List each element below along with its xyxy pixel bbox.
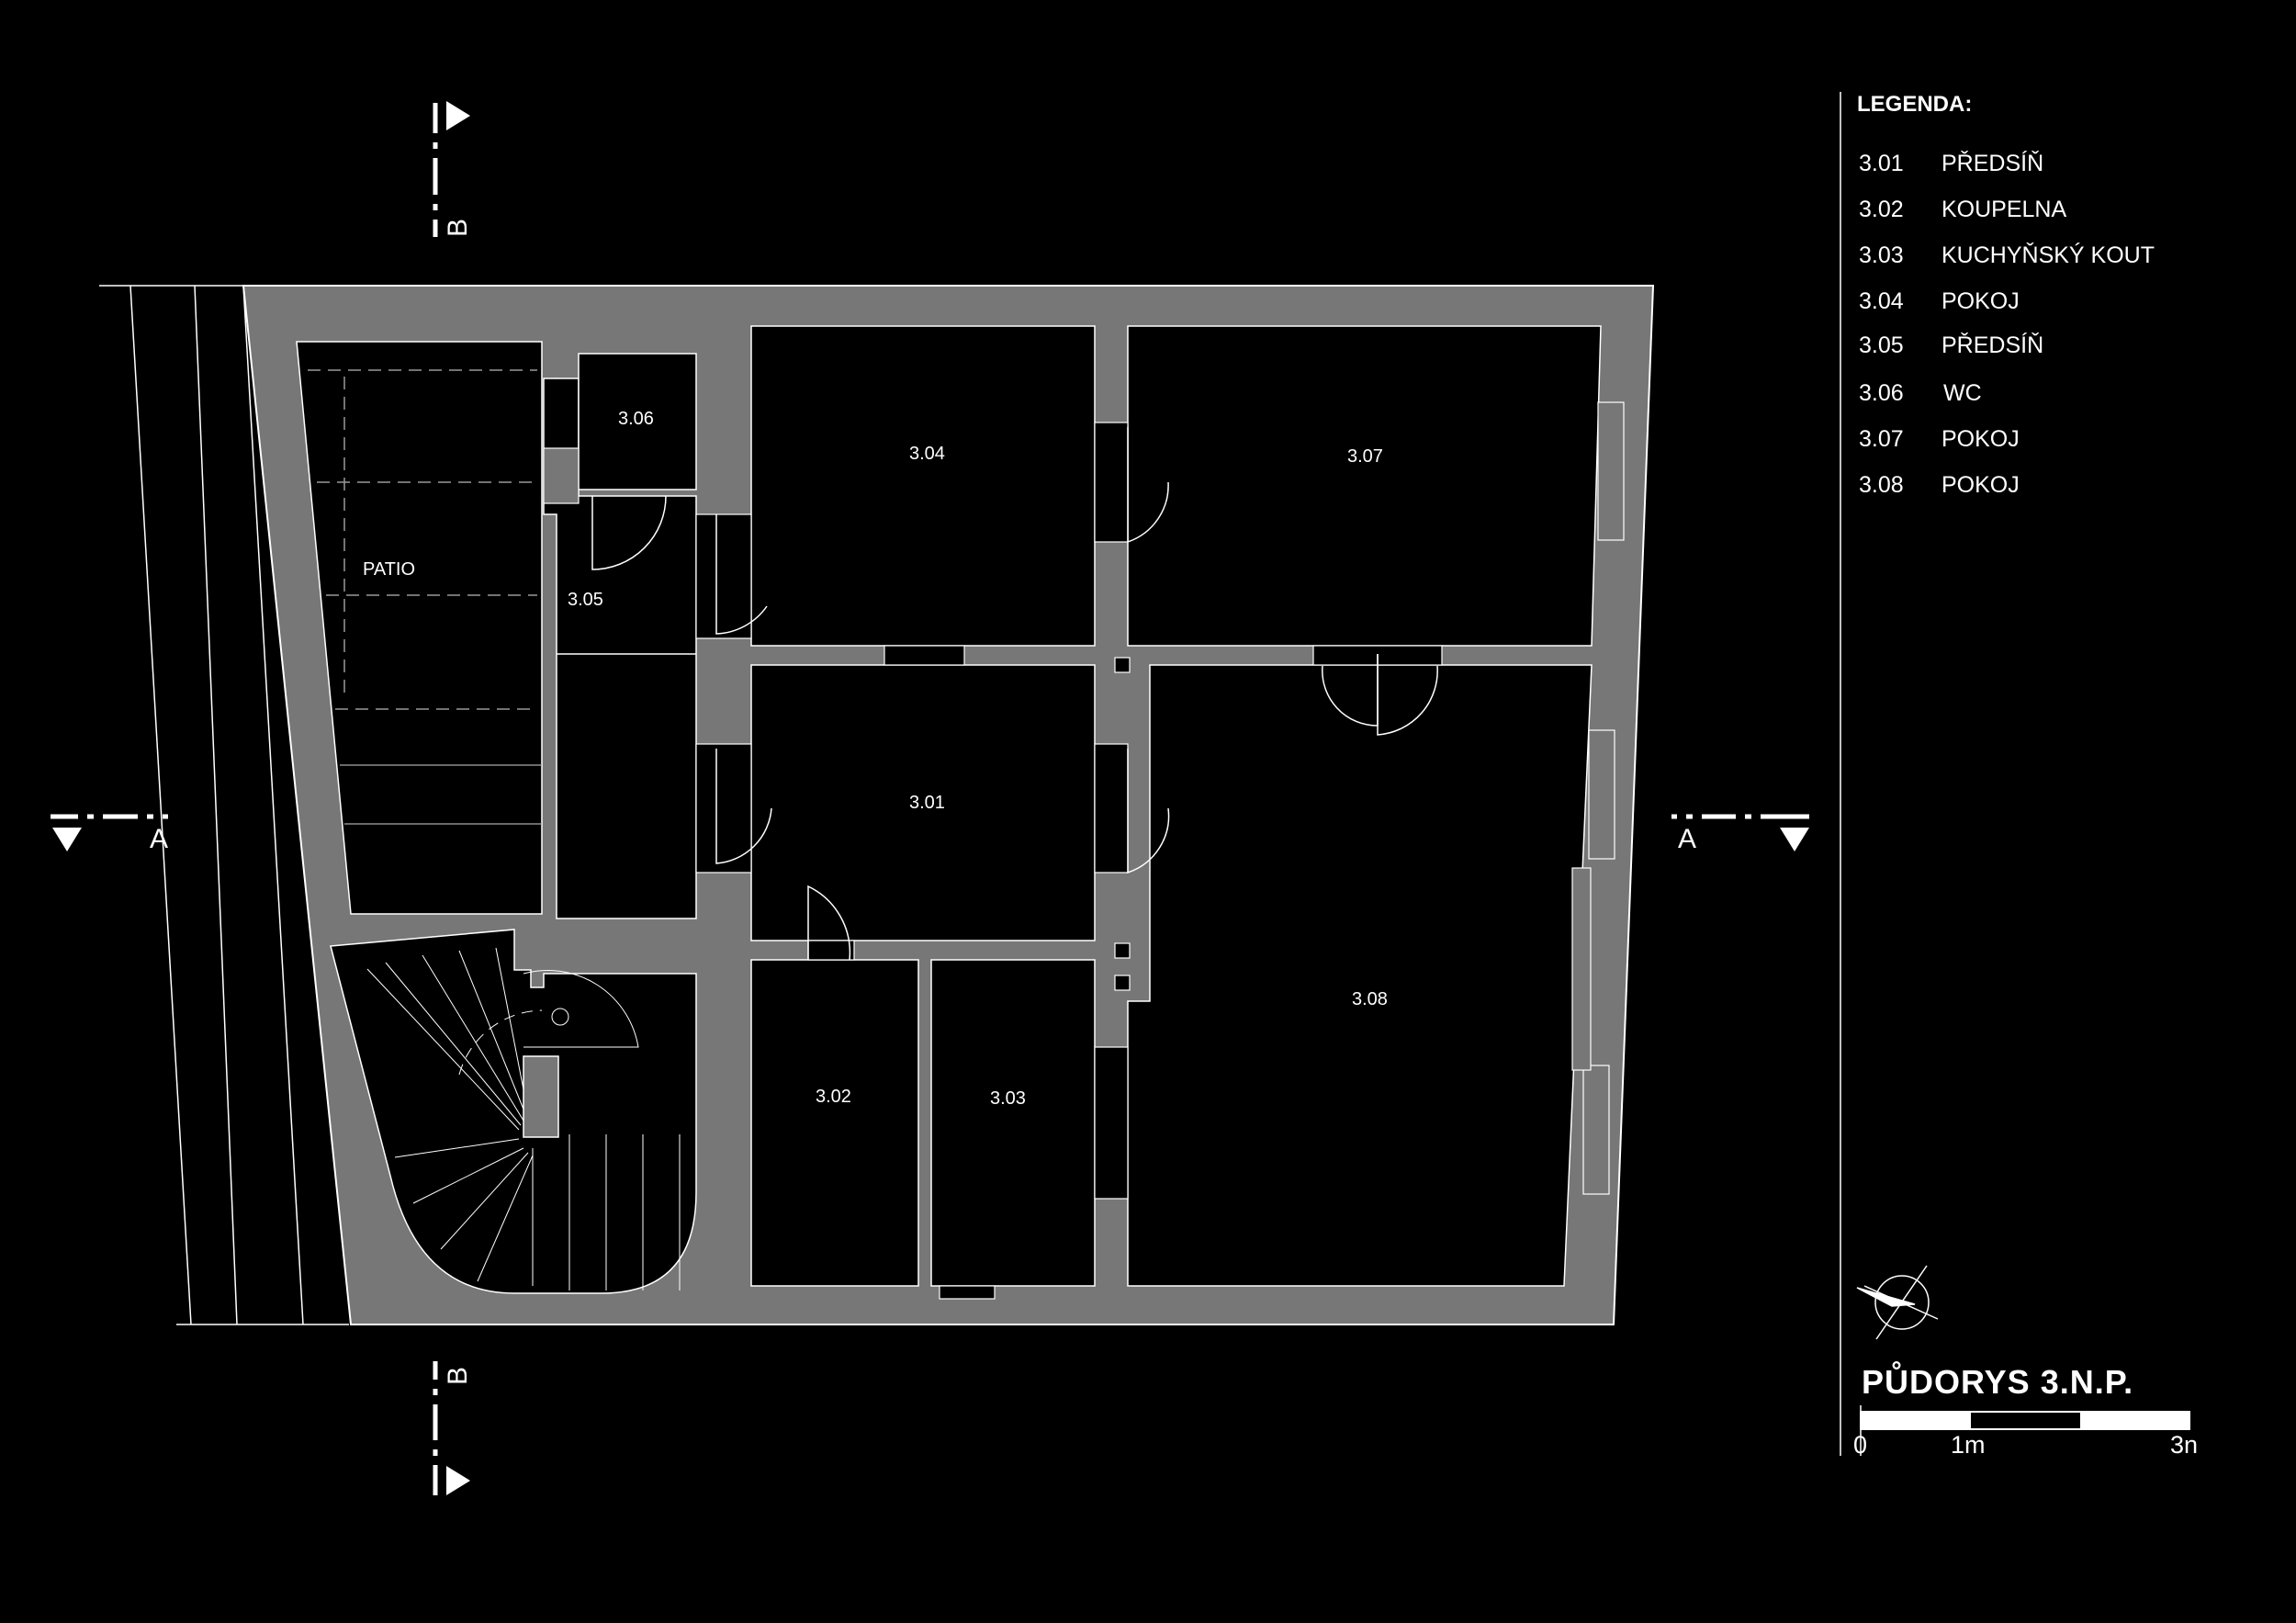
room-label-3-08: 3.08 bbox=[1352, 989, 1388, 1009]
room-3-04 bbox=[750, 325, 1096, 647]
legend-item-name: WC bbox=[1943, 380, 1982, 406]
room-label-3-04: 3.04 bbox=[909, 444, 945, 464]
legend-item-number: 3.08 bbox=[1859, 472, 1904, 498]
stair-treads bbox=[366, 947, 681, 1291]
street-lines bbox=[99, 285, 349, 1325]
north-arrow-icon bbox=[1856, 1265, 1939, 1340]
legend-item-number: 3.07 bbox=[1859, 426, 1904, 452]
room-label-3-02: 3.02 bbox=[816, 1087, 851, 1107]
ducts bbox=[1114, 657, 1131, 991]
section-marker-a-left: A bbox=[51, 814, 168, 854]
door-openings bbox=[695, 422, 1443, 1300]
legend-item-number: 3.05 bbox=[1859, 332, 1904, 358]
scale-label-3n: 3n bbox=[2170, 1431, 2199, 1459]
legend-item-name: PŘEDSÍŇ bbox=[1941, 332, 2044, 358]
legend-item-name: POKOJ bbox=[1941, 288, 2020, 314]
room-3-08 bbox=[1127, 664, 1593, 1287]
section-marker-b-top: B bbox=[433, 101, 473, 237]
scale-label-1m: 1m bbox=[1951, 1431, 1986, 1459]
windows bbox=[1571, 401, 1625, 1195]
section-marker-a-right: A bbox=[1671, 814, 1809, 854]
scale-bar bbox=[1860, 1405, 2190, 1456]
legend-item-name: PŘEDSÍŇ bbox=[1941, 151, 2044, 176]
svg-text:B: B bbox=[443, 1367, 473, 1385]
room-label-3-05: 3.05 bbox=[568, 590, 603, 610]
room-label-3-07: 3.07 bbox=[1347, 446, 1383, 467]
legend-item-name: POKOJ bbox=[1941, 472, 2020, 498]
room-3-02 bbox=[750, 959, 919, 1287]
legend-item-name: KOUPELNA bbox=[1941, 197, 2067, 222]
room-label-3-01: 3.01 bbox=[909, 793, 945, 813]
section-marker-b-bottom: B bbox=[433, 1361, 473, 1495]
room-3-06 bbox=[578, 353, 697, 490]
legend-item-number: 3.01 bbox=[1859, 151, 1904, 176]
room-label-3-06: 3.06 bbox=[618, 409, 654, 429]
room-3-03 bbox=[930, 959, 1096, 1287]
staircase-hall bbox=[330, 929, 697, 1294]
legend-item-number: 3.06 bbox=[1859, 380, 1904, 406]
legend-item-number: 3.03 bbox=[1859, 242, 1904, 268]
legend-item-name: POKOJ bbox=[1941, 426, 2020, 452]
svg-text:A: A bbox=[1678, 824, 1696, 854]
legend-item-number: 3.02 bbox=[1859, 197, 1904, 222]
door-swings bbox=[591, 427, 1438, 961]
legend-item-name: KUCHYŇSKÝ KOUT bbox=[1941, 242, 2155, 268]
room-label-patio: PATIO bbox=[363, 559, 415, 580]
room-label-3-03: 3.03 bbox=[990, 1088, 1026, 1109]
svg-text:A: A bbox=[150, 824, 168, 854]
scale-label-0: 0 bbox=[1853, 1431, 1868, 1459]
drawing-title: PŮDORYS 3.N.P. bbox=[1862, 1363, 2134, 1401]
svg-text:B: B bbox=[443, 219, 473, 237]
room-3-07 bbox=[1127, 325, 1602, 647]
patio-dashed-lines bbox=[308, 369, 537, 710]
patio-area bbox=[296, 341, 543, 915]
legend-item-number: 3.04 bbox=[1859, 288, 1904, 314]
legend-title: LEGENDA: bbox=[1857, 92, 1973, 117]
